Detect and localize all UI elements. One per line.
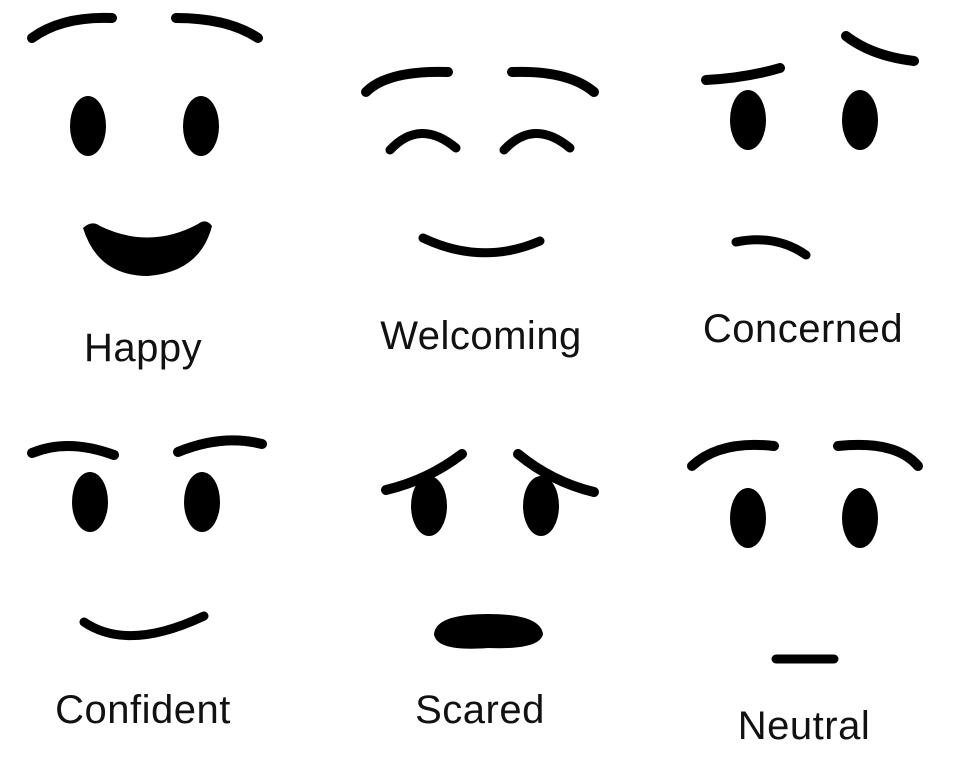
face-label-welcoming: Welcoming [380, 314, 582, 358]
right-eye [842, 90, 878, 150]
face-label-neutral: Neutral [737, 704, 871, 748]
face-label-concerned: Concerned [702, 307, 904, 351]
smirk-mouth [79, 611, 209, 641]
right-eyebrow [513, 449, 599, 497]
right-eyebrow [507, 66, 599, 97]
face-happy [27, 12, 263, 276]
face-concerned [701, 31, 919, 260]
left-closed-eye [385, 129, 461, 155]
right-eye [184, 472, 220, 532]
smile-mouth [418, 233, 545, 258]
right-eye [523, 476, 559, 536]
right-eye [183, 96, 219, 156]
right-eyebrow [833, 439, 923, 471]
right-eye [842, 488, 878, 548]
face-label-confident: Confident [55, 688, 231, 732]
left-eyebrow [27, 441, 119, 460]
frown-mouth [731, 235, 811, 260]
right-eyebrow [841, 31, 919, 66]
face-label-happy: Happy [83, 326, 203, 370]
left-eyebrow [361, 66, 453, 97]
open-frown-mouth [434, 614, 543, 649]
left-eye [730, 90, 766, 150]
face-label-scared: Scared [415, 688, 545, 732]
right-eyebrow [171, 13, 263, 43]
face-welcoming [361, 66, 599, 258]
left-eye [730, 488, 766, 548]
right-eyebrow [173, 435, 267, 457]
left-eye [411, 476, 447, 536]
left-eyebrow [27, 12, 117, 43]
open-smile-mouth [83, 221, 212, 276]
face-scared [381, 449, 599, 649]
left-eyebrow [381, 449, 467, 495]
face-neutral [687, 439, 923, 664]
right-closed-eye [499, 129, 575, 155]
left-eyebrow [701, 63, 785, 85]
face-confident [27, 435, 267, 641]
left-eye [70, 96, 106, 156]
left-eyebrow [687, 439, 779, 471]
left-eye [72, 472, 108, 532]
